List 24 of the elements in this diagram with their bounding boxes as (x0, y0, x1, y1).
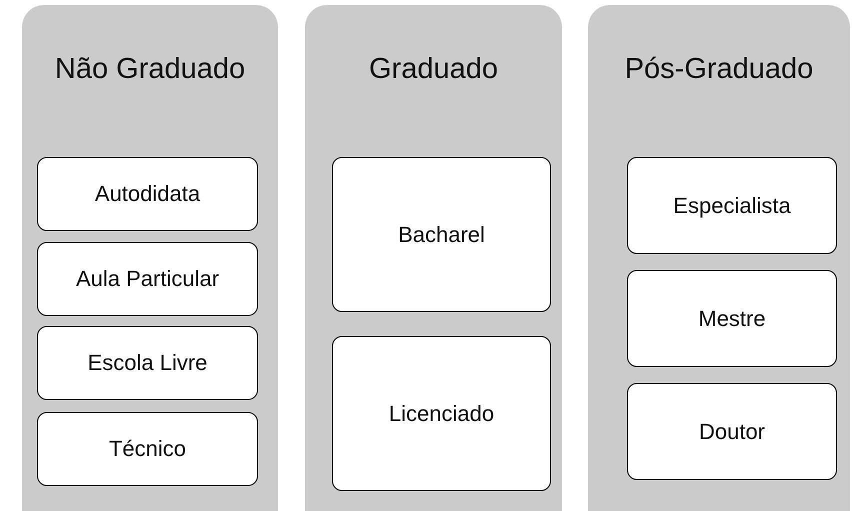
category-box (627, 157, 837, 254)
column-title: Não Graduado (54, 53, 246, 86)
box-label: Bacharel (398, 222, 485, 248)
column-panel (305, 5, 562, 511)
category-box (37, 157, 258, 231)
box-label: Escola Livre (88, 350, 208, 376)
box-label: Autodidata (94, 181, 200, 207)
box-label: Licenciado (388, 400, 494, 426)
box-label: Especialista (673, 192, 791, 218)
category-box (37, 326, 258, 400)
box-label: Técnico (108, 436, 186, 462)
category-box (627, 270, 837, 367)
category-box (37, 412, 258, 486)
box-label: Doutor (698, 418, 766, 444)
category-box (332, 157, 551, 312)
column-title: Graduado (368, 53, 499, 86)
category-box (332, 336, 551, 491)
category-box (37, 242, 258, 316)
column-panel (588, 5, 850, 511)
column-panel (22, 5, 278, 511)
category-box (627, 383, 837, 480)
box-label: Mestre (698, 306, 766, 332)
column-title: Pós-Graduado (624, 53, 814, 86)
box-label: Aula Particular (76, 266, 220, 292)
